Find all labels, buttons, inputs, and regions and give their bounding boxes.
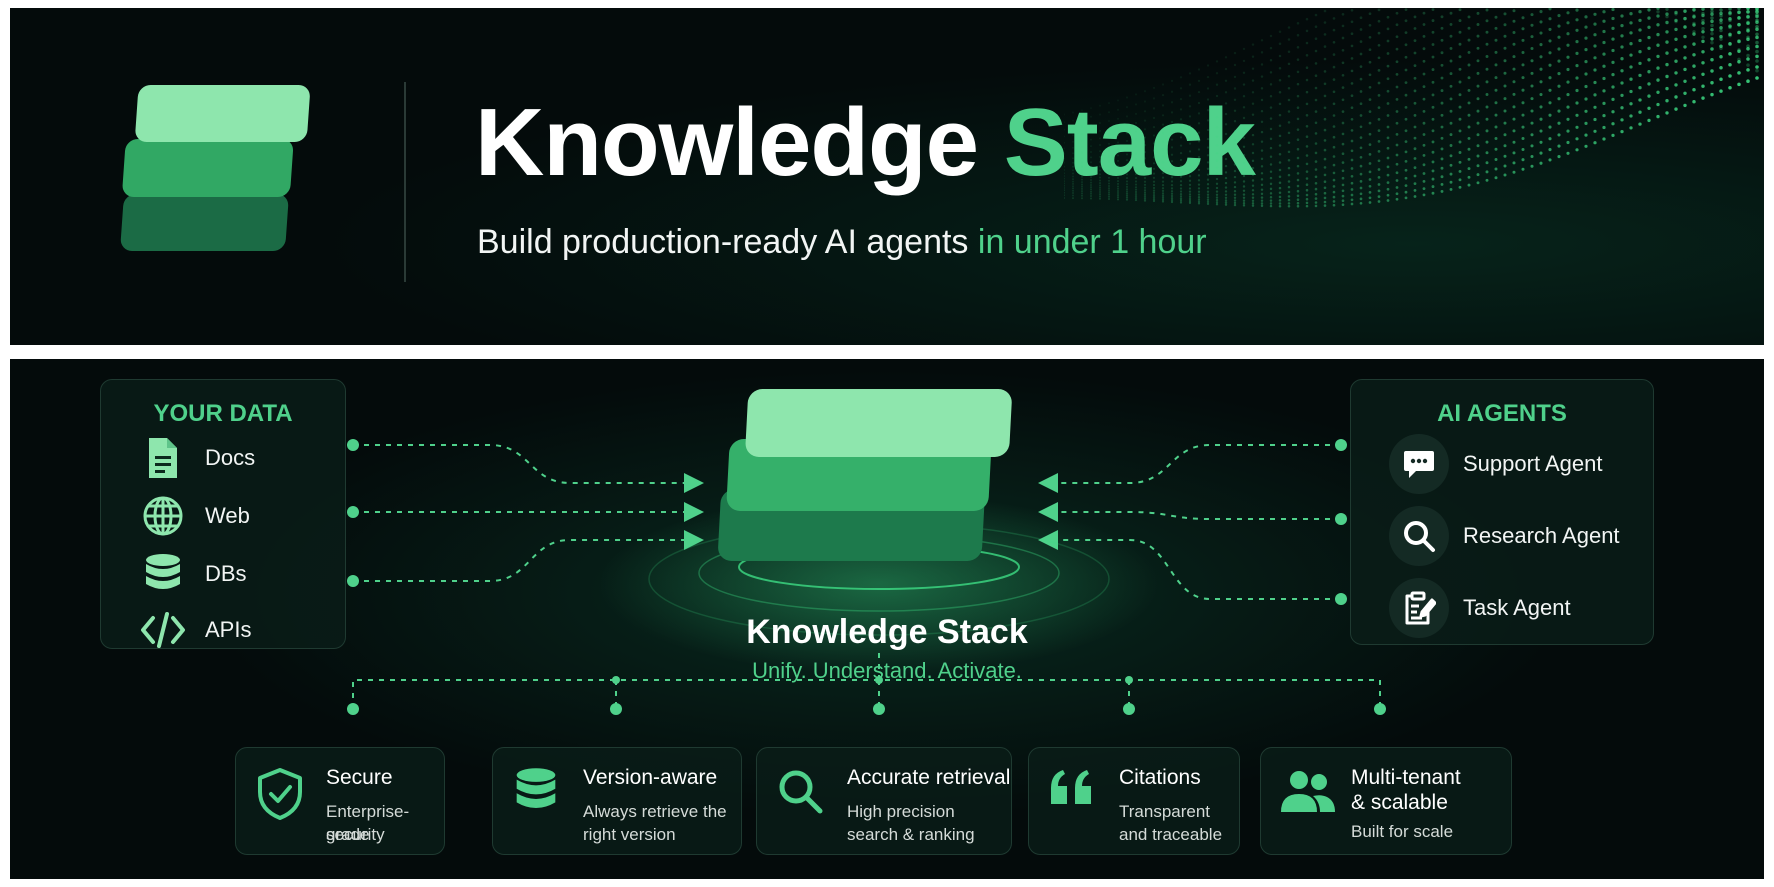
connector-research [1038,502,1341,522]
hero-title-main: Knowledge [475,89,979,196]
chat-icon [1404,451,1434,478]
connector-support [1038,444,1341,493]
feature-card-version-aware: Version-aware Always retrieve the right … [492,747,742,855]
your-data-title: YOUR DATA [153,400,293,427]
agent-icon-circle [1389,578,1449,638]
ai-agents-title: AI AGENTS [1437,400,1567,427]
users-icon [1281,771,1335,812]
center-tagline: Unify. Understand. Activate. [752,658,1022,683]
source-item-docs: Docs [143,436,255,480]
hero-subtitle-accent: in under 1 hour [977,223,1207,261]
hero-subtitle-main: Build production-ready AI agents [477,223,969,261]
globe-icon [143,496,183,536]
search-icon [1404,521,1435,552]
connector-bus [352,679,1381,709]
feature-desc-line1: Transparent [1119,802,1211,821]
code-icon [141,612,185,648]
ai-agents-card: AI AGENTS Support Agent Research Agent T… [1350,379,1654,645]
agent-icon-circle [1389,434,1449,494]
hero-divider [404,82,406,282]
hero-title-accent: Stack [1003,89,1256,196]
feature-title: Citations [1119,766,1201,789]
feature-desc-line2: search & ranking [847,825,975,844]
clipboard-edit-icon [1405,591,1436,625]
feature-desc-line1: Built for scale [1351,822,1454,841]
source-item-dbs: DBs [141,552,247,596]
feature-desc-line1: High precision [847,802,955,821]
source-label: Docs [205,445,256,470]
source-label: Web [205,503,250,528]
feature-desc-line2: security [326,825,385,844]
feature-desc-line1: Enterprise-grade [326,802,410,844]
feature-desc-line2: right version [583,825,676,844]
agent-icon-circle [1389,506,1449,566]
stack-logo-icon [120,85,310,251]
feature-card-citations: Citations Transparent and traceable [1028,747,1240,855]
source-label: APIs [205,617,252,642]
hero-banner: Knowledge Stack Build production-ready A… [10,8,1764,345]
your-data-card: YOUR DATA Docs Web DBs APIs [100,379,346,649]
agent-label: Support Agent [1463,451,1603,476]
search-icon [779,770,823,814]
feature-title: Secure [326,766,393,789]
hero-title: Knowledge Stack [475,89,1256,196]
database-icon [146,554,180,589]
agent-label: Research Agent [1463,523,1620,548]
agent-item-research: Research Agent [1389,506,1620,566]
feature-card-secure: Secure Enterprise-grade security [235,747,445,855]
center-stack-icon [718,389,1012,561]
feature-card-accurate-retrieval: Accurate retrieval High precision search… [756,747,1012,855]
agent-label: Task Agent [1463,595,1571,620]
source-label: DBs [205,561,247,586]
connector-lines [347,389,1386,715]
feature-title: Version-aware [583,766,718,789]
feature-title: Multi-tenant [1351,766,1461,789]
source-item-web: Web [141,494,250,538]
feature-title-line2: & scalable [1351,791,1448,814]
architecture-diagram: YOUR DATA Docs Web DBs APIs Knowledge St… [10,359,1764,879]
database-icon [516,768,556,809]
source-item-apis: APIs [139,610,251,650]
feature-title: Accurate retrieval [847,766,1011,789]
particle-wave-graphic [1064,8,1759,208]
shield-check-icon [258,768,302,820]
feature-desc-line2: and traceable [1119,825,1223,844]
hero-subtitle: Build production-ready AI agents in unde… [477,222,1207,263]
agent-item-task: Task Agent [1389,578,1571,638]
document-icon [149,438,177,478]
feature-card-multi-tenant: Multi-tenant & scalable Built for scale [1260,747,1512,855]
feature-desc-line1: Always retrieve the [583,802,727,821]
connector-dbs [353,530,704,582]
connector-docs [353,444,704,493]
agent-item-support: Support Agent [1389,434,1602,494]
center-title: Knowledge Stack [746,613,1028,651]
quote-icon [1051,770,1091,804]
